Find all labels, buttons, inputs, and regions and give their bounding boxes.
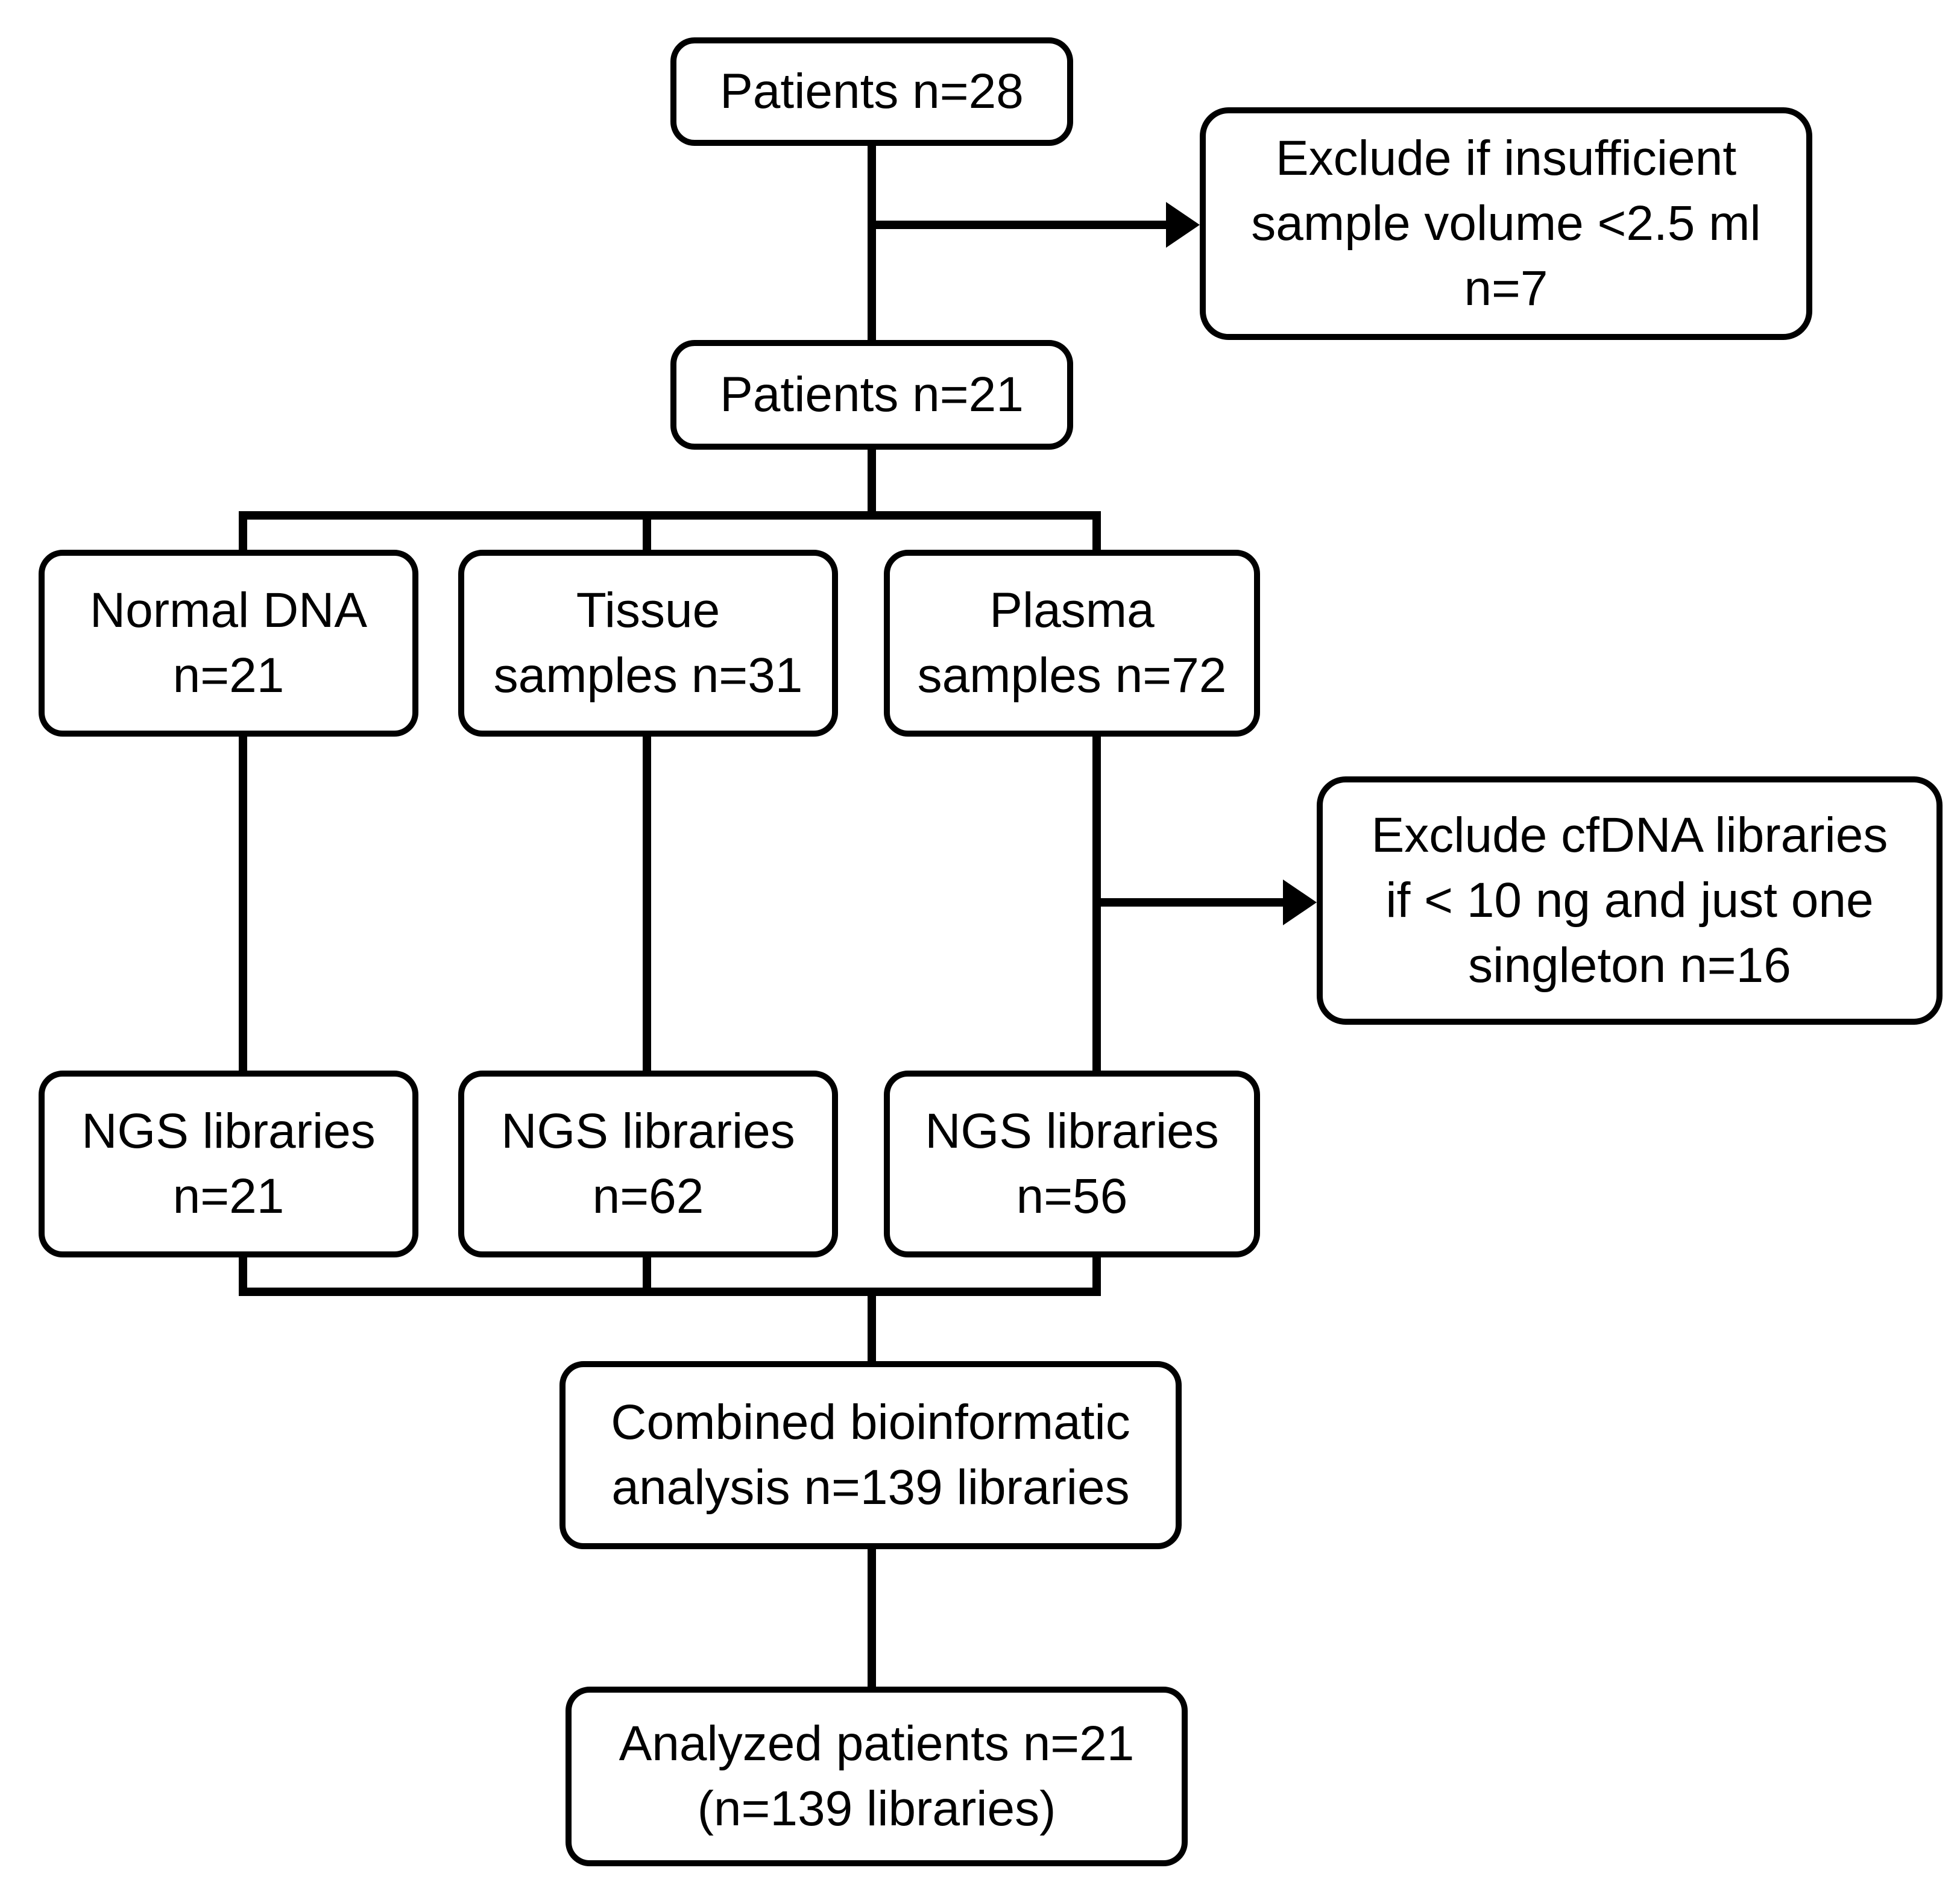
- node-text-line: if < 10 ng and just one: [1385, 873, 1874, 928]
- node-text-line: Exclude if insufficient: [1275, 131, 1737, 186]
- merge-stub-ngs-tissue: [643, 1257, 651, 1292]
- node-text-line: n=7: [1464, 261, 1548, 316]
- node-ngs-libraries-tissue: NGS libraries n=62: [458, 1071, 838, 1257]
- node-text-line: n=21: [172, 648, 285, 703]
- node-analyzed-patients: Analyzed patients n=21 (n=139 libraries): [566, 1687, 1188, 1866]
- node-text-line: Patients n=28: [720, 64, 1024, 119]
- branch-bar-top: [239, 511, 1101, 520]
- node-plasma-samples: Plasma samples n=72: [884, 550, 1260, 737]
- connector-merge-to-combined: [868, 1294, 876, 1361]
- node-normal-dna: Normal DNA n=21: [39, 550, 418, 737]
- connector-to-exclude-cfdna: [1097, 898, 1287, 907]
- merge-stub-ngs-plasma: [1092, 1257, 1101, 1292]
- node-text-line: Exclude cfDNA libraries: [1371, 808, 1888, 863]
- node-tissue-samples: Tissue samples n=31: [458, 550, 838, 737]
- node-text-line: Normal DNA: [89, 583, 368, 638]
- connector-patients21-to-branch-bar: [868, 450, 876, 514]
- node-text-line: samples n=72: [917, 648, 1227, 703]
- node-patients-21: Patients n=21: [670, 340, 1073, 450]
- connector-normal-dna-to-ngs: [239, 737, 247, 1073]
- node-ngs-libraries-plasma: NGS libraries n=56: [884, 1071, 1260, 1257]
- node-text-line: Tissue: [576, 583, 720, 638]
- branch-stub-normal-dna: [239, 511, 247, 552]
- node-text-line: Analyzed patients n=21: [619, 1716, 1135, 1771]
- node-text-line: samples n=31: [493, 648, 803, 703]
- merge-stub-ngs-normal: [239, 1257, 247, 1292]
- node-text-line: NGS libraries: [925, 1104, 1219, 1159]
- node-text-line: n=62: [592, 1169, 704, 1224]
- arrowhead-right-icon: [1166, 202, 1200, 248]
- connector-patients28-to-patients21: [868, 146, 876, 340]
- node-text-line: n=56: [1016, 1169, 1128, 1224]
- node-patients-28: Patients n=28: [670, 37, 1073, 146]
- branch-stub-tissue: [643, 511, 651, 552]
- connector-to-exclude-volume: [872, 221, 1170, 229]
- node-exclude-cfdna-libraries: Exclude cfDNA libraries if < 10 ng and j…: [1317, 776, 1943, 1025]
- node-text-line: NGS libraries: [81, 1104, 376, 1159]
- node-ngs-libraries-normal: NGS libraries n=21: [39, 1071, 418, 1257]
- node-text-line: n=21: [172, 1169, 285, 1224]
- connector-tissue-to-ngs: [643, 737, 651, 1073]
- node-text-line: sample volume <2.5 ml: [1251, 196, 1761, 251]
- arrowhead-right-icon: [1283, 879, 1317, 925]
- node-text-line: Plasma: [989, 583, 1155, 638]
- node-text-line: singleton n=16: [1468, 938, 1791, 993]
- merge-bar-bottom: [239, 1288, 1101, 1296]
- connector-combined-to-analyzed: [868, 1549, 876, 1687]
- node-text-line: analysis n=139 libraries: [611, 1460, 1130, 1515]
- node-text-line: Combined bioinformatic: [611, 1395, 1130, 1450]
- node-text-line: Patients n=21: [720, 367, 1024, 422]
- branch-stub-plasma: [1092, 511, 1101, 552]
- node-text-line: NGS libraries: [501, 1104, 795, 1159]
- node-combined-analysis: Combined bioinformatic analysis n=139 li…: [559, 1361, 1182, 1549]
- node-exclude-insufficient-volume: Exclude if insufficient sample volume <2…: [1200, 107, 1812, 340]
- node-text-line: (n=139 libraries): [697, 1781, 1056, 1836]
